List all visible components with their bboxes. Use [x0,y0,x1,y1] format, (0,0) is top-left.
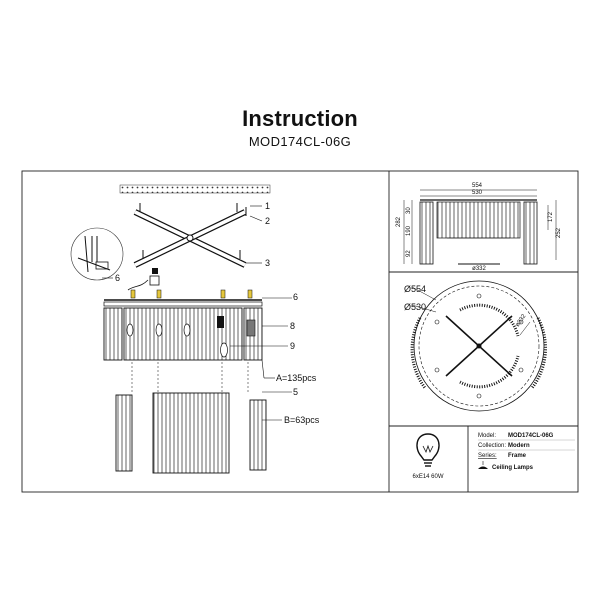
callout-1: 1 [265,201,270,211]
callout-9: 9 [290,341,295,351]
wiring-detail: 6 [70,227,160,291]
dim-height-top: 30 [406,207,412,214]
callout-8: 8 [290,321,295,331]
callout-6: 6 [293,292,298,302]
bulb-icon [416,433,440,467]
dim-top-inner: Ø530 [404,302,426,312]
cross-bracket [133,203,247,274]
dim-height-lower: 92 [406,250,412,257]
crystal-strip [119,184,271,194]
callout-3: 3 [265,258,270,268]
spec-model-label: Model: [478,433,496,439]
outer-frame [21,170,579,493]
dim-top-small: ø332 [515,313,528,328]
dim-height-right-1: 172 [548,211,554,222]
model-code: MOD174CL-06G [248,134,352,149]
dim-base-diameter: ø332 [472,266,486,272]
callout-2: 2 [265,216,270,226]
side-elevation: 554 530 282 30 190 92 172 252 ø332 [396,183,562,272]
spec-collection-value: Modern [508,443,530,449]
spec-table: Model: MOD174CL-06G Collection: Modern S… [478,433,575,471]
glass-panels [115,392,282,474]
ceiling-lamp-icon [478,461,488,469]
callout-5: 5 [293,387,298,397]
assembly-diagram: 1 2 3 6 [70,184,320,474]
callout-7: 6 [115,273,120,283]
bulb-spec: 6xE14 60W [412,474,443,480]
part-b-count: B=63pcs [284,415,320,425]
dim-top-outer: Ø554 [404,284,426,294]
dim-height-total: 282 [396,216,402,227]
top-view: Ø554 Ø530 ø332 [404,280,548,412]
part-a-count: A=135pcs [276,373,317,383]
dim-height-right-2: 252 [556,227,562,238]
page-title: Instruction [242,106,358,131]
spec-series-value: Frame [508,453,527,459]
dim-width-inner: 530 [472,190,483,196]
spec-category-value: Ceiling Lamps [492,465,534,471]
spec-model-value: MOD174CL-06G [508,433,554,439]
dim-width-outer: 554 [472,183,483,189]
fixture-body [103,289,292,393]
dim-height-upper: 190 [406,225,412,236]
spec-series-label: Series: [478,453,497,459]
spec-collection-label: Collection: [478,443,506,449]
